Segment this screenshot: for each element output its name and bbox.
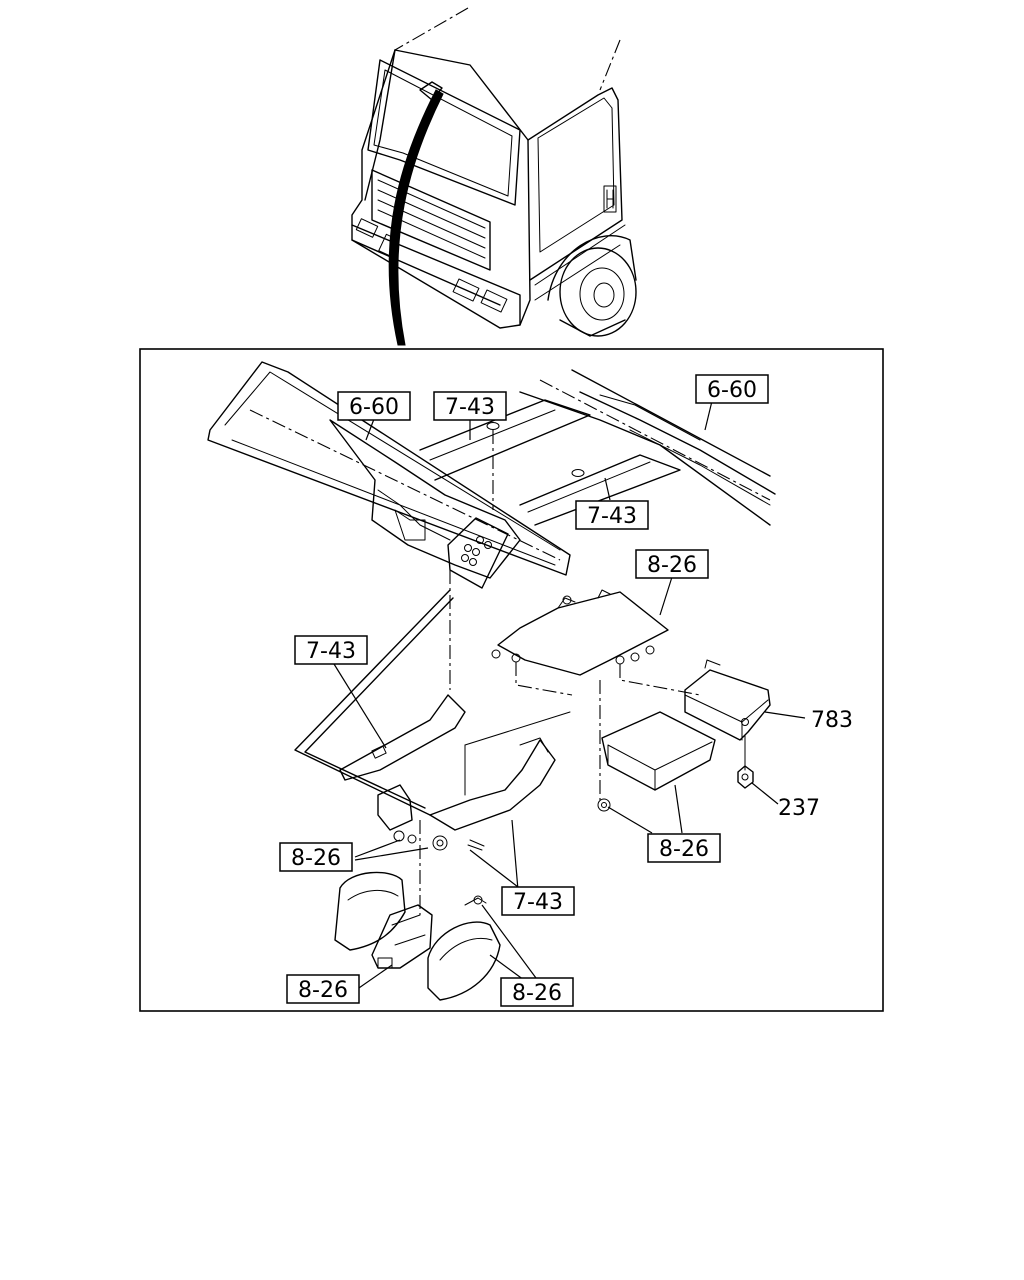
chassis-frame-drawing <box>207 361 776 690</box>
lower-modules <box>334 871 501 1001</box>
callout-text: 7-43 <box>513 890 563 915</box>
callout-6-60-right: 6-60 <box>695 374 769 404</box>
callout-text: 6-60 <box>707 378 757 403</box>
callout-text: 783 <box>811 708 853 733</box>
callout-text: 8-26 <box>659 837 709 862</box>
callout-text: 7-43 <box>306 639 356 664</box>
cover-783 <box>684 659 771 789</box>
callout-237: 237 <box>778 796 820 821</box>
callout-7-43-mid: 7-43 <box>575 500 649 530</box>
callout-6-60-left: 6-60 <box>337 391 411 421</box>
callout-783: 783 <box>811 708 853 733</box>
callout-text: 8-26 <box>647 553 697 578</box>
callout-text: 6-60 <box>349 395 399 420</box>
callout-7-43-bolts: 7-43 <box>501 886 575 916</box>
callout-text: 8-26 <box>291 846 341 871</box>
callout-text: 237 <box>778 796 820 821</box>
ecu-box <box>597 711 716 812</box>
callout-8-26-bracket: 8-26 <box>635 549 709 579</box>
ecu-bracket-drawing <box>491 589 701 800</box>
callout-7-43-top: 7-43 <box>433 391 507 421</box>
leader-lines <box>333 400 806 991</box>
callout-7-43-left: 7-43 <box>294 635 368 665</box>
truck-cab-illustration <box>351 7 637 346</box>
callout-8-26-box: 8-26 <box>647 833 721 863</box>
callout-8-26-module: 8-26 <box>286 974 360 1004</box>
detail-frame <box>139 348 884 1012</box>
callout-text: 7-43 <box>587 504 637 529</box>
lower-support-frame <box>294 589 571 915</box>
callout-text: 8-26 <box>512 981 562 1006</box>
callout-8-26-cover: 8-26 <box>500 977 574 1007</box>
callout-8-26-bolts: 8-26 <box>279 842 353 872</box>
callout-text: 8-26 <box>298 978 348 1003</box>
callout-text: 7-43 <box>445 395 495 420</box>
